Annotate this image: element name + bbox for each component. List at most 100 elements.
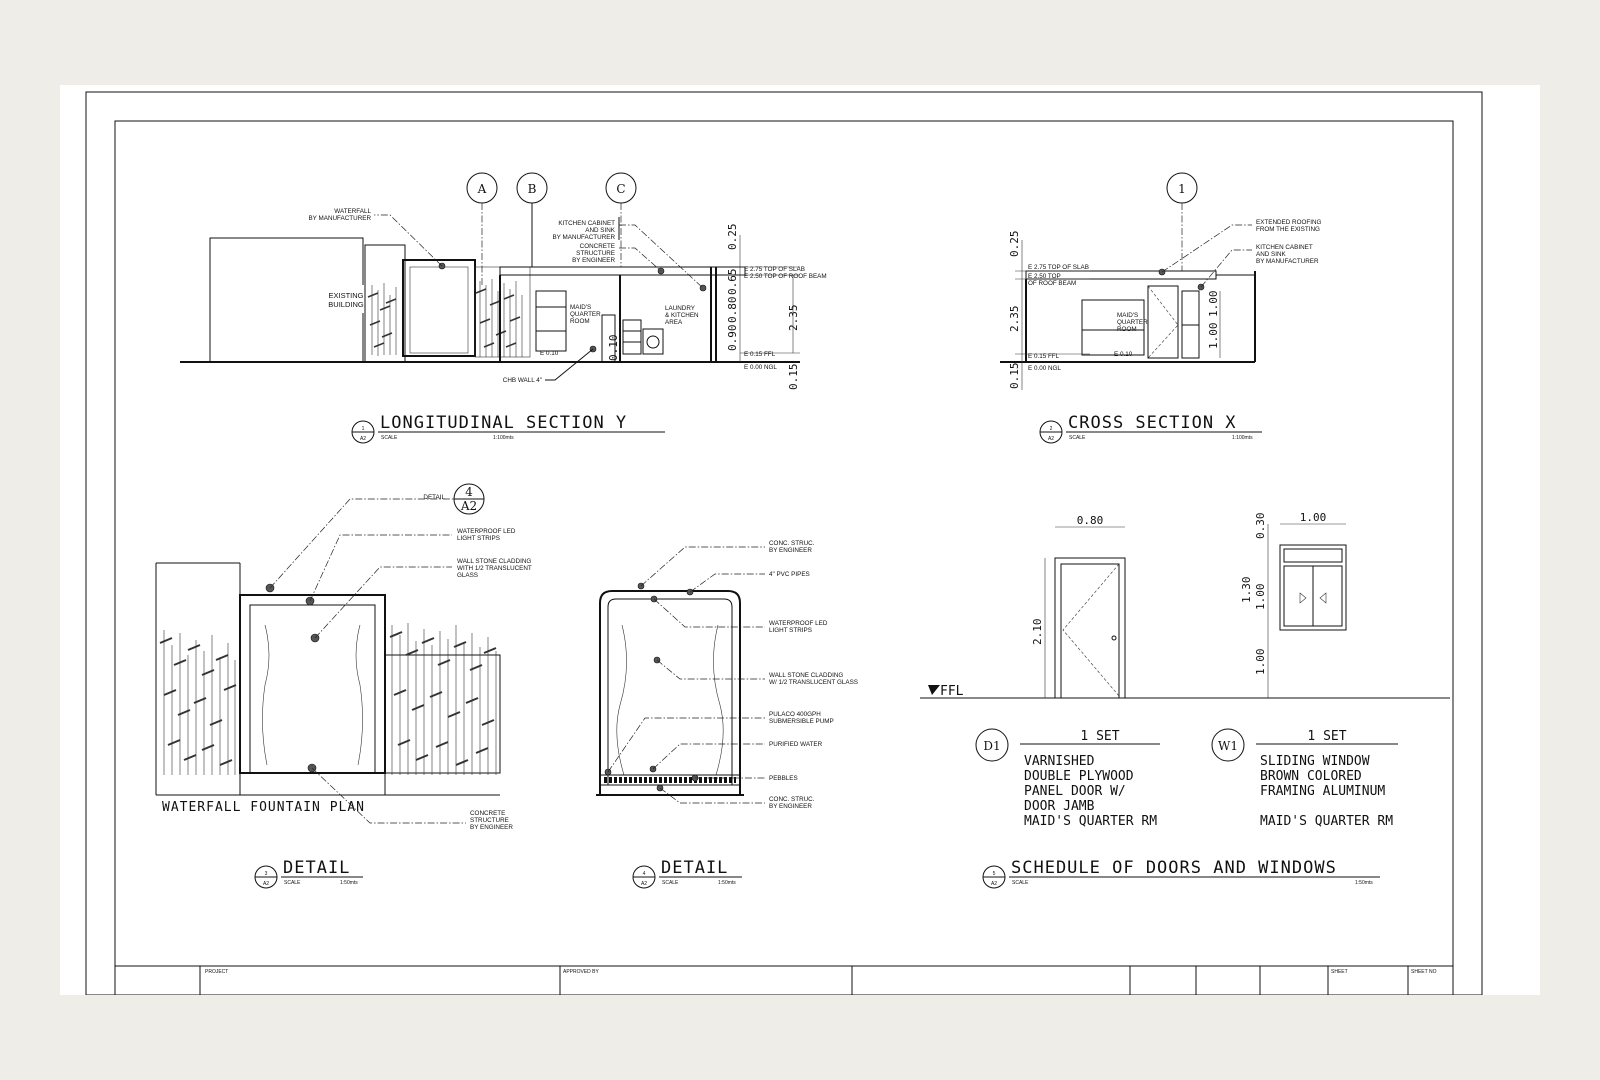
washing-machine <box>642 328 664 355</box>
note-d3-led-1: WATERPROOF LED <box>457 528 516 535</box>
cross-level-roof-beam-1: E 2.50 TOP <box>1028 273 1061 280</box>
section-1-number: 1 <box>362 426 365 432</box>
fountain-basin <box>239 772 386 796</box>
bunk-bed <box>535 290 567 352</box>
grid-label-b: B <box>528 182 537 196</box>
note-d3-stone-3: GLASS <box>457 572 478 579</box>
note-d4-conc-top-2: BY ENGINEER <box>769 547 812 554</box>
section-1-scale: 1:100mts <box>493 435 514 441</box>
window-qty: 1 SET <box>1307 729 1346 744</box>
dim-0-65: 0.65 <box>726 269 739 296</box>
title-block-approved: APPROVED BY <box>563 969 600 975</box>
door-d1-elevation <box>1054 557 1126 699</box>
note-d4-pvc: 4" PVC PIPES <box>769 571 810 578</box>
section-2-sheet: A2 <box>1048 436 1054 442</box>
dim-0-90: 0.90 <box>726 325 739 352</box>
note-cabinet-3: BY MANUFACTURER <box>552 234 615 241</box>
bamboo-plan-right <box>389 623 497 775</box>
note-concrete-3: BY ENGINEER <box>572 257 615 264</box>
level-top-slab: E 2.75 TOP OF SLAB <box>744 266 805 273</box>
grid-label-c: C <box>616 182 625 196</box>
cross-room-label-1: MAID'S <box>1117 312 1138 319</box>
schedule-title: SCHEDULE OF DOORS AND WINDOWS <box>1011 858 1337 878</box>
note-d4-conc-top-1: CONC. STRUC. <box>769 540 815 547</box>
section-3-scale-label: SCALE <box>284 880 301 886</box>
window-tag-w1 <box>1211 728 1245 762</box>
cross-level-ngl: E 0.00 NGL <box>1028 365 1061 372</box>
note-d3-stone-2: WITH 1/2 TRANSLUCENT <box>457 565 532 572</box>
cross-room-label-2: QUARTER <box>1117 319 1148 326</box>
window-dim-0-30: 0.30 <box>1254 513 1267 540</box>
outer-border <box>85 91 1483 995</box>
note-chb-wall: CHB WALL 4" <box>503 377 542 384</box>
inner-border <box>114 120 1454 995</box>
cross-door <box>1147 285 1179 359</box>
maid-room-label-2: QUARTER <box>570 311 601 318</box>
level-roof-beam: E 2.50 TOP OF ROOF BEAM <box>744 273 827 280</box>
door-height-dim: 2.10 <box>1031 619 1044 646</box>
window-desc-5: MAID'S QUARTER RM <box>1260 814 1393 829</box>
note-d4-pump-1: PULACO 400GPH <box>769 711 821 718</box>
cross-dim-2-35: 2.35 <box>1008 306 1021 333</box>
detail-4: CONC. STRUC. BY ENGINEER 4" PVC PIPES WA… <box>596 540 858 889</box>
dim-2-35: 2.35 <box>787 305 800 332</box>
door-width-dim: 0.80 <box>1077 514 1104 527</box>
note-d3-concrete-3: BY ENGINEER <box>470 824 513 831</box>
note-d4-pump-2: SUBMERSIBLE PUMP <box>769 718 834 725</box>
laundry-label-2: & KITCHEN <box>665 312 699 319</box>
door-qty: 1 SET <box>1080 729 1119 744</box>
dim-0-15: 0.15 <box>787 364 800 391</box>
dim-0-10: 0.10 <box>607 335 620 362</box>
cross-dim-0-25: 0.25 <box>1008 231 1021 258</box>
grid-label-1: 1 <box>1178 182 1186 196</box>
section-5-scale-label: SCALE <box>1012 880 1029 886</box>
pebbles-layer <box>599 774 741 786</box>
grid-label-a: A <box>477 182 487 196</box>
cross-room-label-3: ROOM <box>1117 326 1137 333</box>
fountain-frame <box>239 594 386 774</box>
note-waterfall-1: WATERFALL <box>334 208 371 215</box>
callout-number: 4 <box>465 485 473 499</box>
section-4-scale: 1:50mts <box>718 880 736 886</box>
cross-level-ffl: E 0.15 FFL <box>1028 353 1060 360</box>
maid-room-label-1: MAID'S <box>570 304 591 311</box>
detail-3: 4 A2 DETAIL WATERPROOF LED LIGHT STRIPS … <box>155 483 532 889</box>
note-d3-concrete-1: CONCRETE <box>470 810 505 817</box>
callout-sheet: A2 <box>460 499 477 513</box>
section-2-scale: 1:100mts <box>1232 435 1253 441</box>
door-desc-5: MAID'S QUARTER RM <box>1024 814 1157 829</box>
section-4-number: 4 <box>643 871 646 877</box>
callout-label: DETAIL <box>423 494 445 501</box>
longitudinal-section: EXISTING BUILDING M <box>180 172 827 444</box>
title-block-sheet-no: SHEET NO <box>1411 969 1437 975</box>
note-cross-cabinet-3: BY MANUFACTURER <box>1256 258 1319 265</box>
ffl-label: FFL <box>940 684 964 699</box>
section-1-scale-label: SCALE <box>381 435 398 441</box>
window-dim-1-00-b: 1.00 <box>1254 649 1267 676</box>
laundry-label-1: LAUNDRY <box>665 305 696 312</box>
note-concrete-1: CONCRETE <box>580 243 615 250</box>
level-ffl: E 0.15 FFL <box>744 351 776 358</box>
note-waterfall-2: BY MANUFACTURER <box>308 215 371 222</box>
section-3-number: 3 <box>265 871 268 877</box>
window-desc-3: FRAMING ALUMINUM <box>1260 784 1385 799</box>
level-floor-label: E 0.10 <box>540 350 559 357</box>
cross-section: 1 MAID'S QUARTER ROOM E 0.10 EXTENDED RO… <box>1000 172 1322 444</box>
roof-slab <box>499 266 746 276</box>
window-tag-label: W1 <box>1218 739 1238 753</box>
cross-level-roof-beam-2: OF ROOF BEAM <box>1028 280 1076 287</box>
cross-bunk-bed <box>1081 299 1145 356</box>
cross-dim-1-00-a: 1.00 <box>1207 291 1220 318</box>
door-desc-4: DOOR JAMB <box>1024 799 1095 814</box>
door-tag-d1 <box>975 728 1009 762</box>
note-concrete-2: STRUCTURE <box>576 250 615 257</box>
laundry-label-3: AREA <box>665 319 683 326</box>
window-desc-1: SLIDING WINDOW <box>1260 754 1370 769</box>
section-3-scale: 1:50mts <box>340 880 358 886</box>
existing-building-label-2: BUILDING <box>328 300 364 309</box>
cross-level-top-slab: E 2.75 TOP OF SLAB <box>1028 264 1089 271</box>
note-d4-stone-1: WALL STONE CLADDING <box>769 672 843 679</box>
note-d3-led-2: LIGHT STRIPS <box>457 535 500 542</box>
door-tag-label: D1 <box>983 739 1000 753</box>
title-block-project: PROJECT <box>205 969 228 975</box>
